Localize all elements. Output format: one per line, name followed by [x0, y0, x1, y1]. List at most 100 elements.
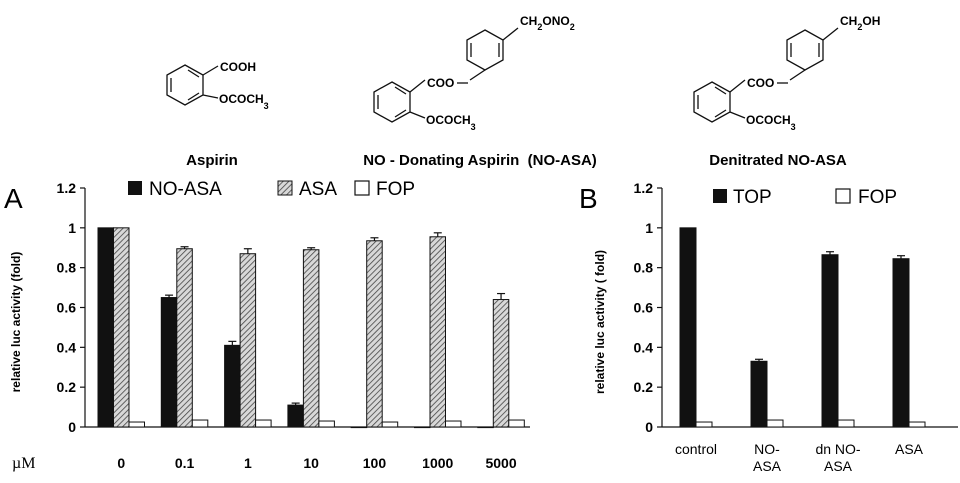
bar-no-asa	[350, 426, 368, 429]
panel-a: A relative luc activity (fold) 0 0.2 0.4 0.…	[4, 179, 530, 472]
panel-a-letter: A	[4, 183, 23, 214]
panel-b-y-axis-label: relative luc activity ( fold)	[593, 250, 607, 394]
structure-label-denitrated-no-asa: Denitrated NO-ASA	[709, 152, 847, 169]
legend-label-no-asa: NO-ASA	[149, 179, 222, 200]
y-tick-label: 0.2	[57, 379, 77, 395]
legend-label-fop: FOP	[376, 179, 415, 200]
panel-a-y-axis-label: relative luc activity (fold)	[9, 252, 23, 393]
y-tick-label: 0.8	[57, 260, 77, 276]
bar-asa	[176, 248, 193, 428]
panel-a-x-axis-label: µM	[12, 455, 35, 472]
bar-asa	[429, 236, 446, 428]
bar-fop	[508, 419, 525, 428]
x-tick-label: 5000	[485, 455, 516, 471]
legend-swatch-top	[713, 189, 727, 203]
panel-a-bars	[97, 227, 525, 429]
legend-swatch-no-asa	[128, 181, 142, 195]
y-tick-label: 0.2	[634, 379, 654, 395]
x-tick-label: ASA	[753, 458, 782, 474]
bar-asa	[239, 253, 257, 428]
no-asa-group-ch2ono2: CH2ONO2	[520, 14, 575, 32]
dn-no-asa-group-ch2oh: CH2OH	[840, 14, 880, 32]
bar-asa	[492, 299, 510, 428]
y-tick-label: 0.6	[57, 300, 77, 316]
bar-fop	[837, 419, 855, 428]
y-tick-label: 0	[68, 419, 76, 435]
y-tick-label: 1	[645, 220, 653, 236]
aspirin-group-ococh: OCOCH3	[219, 92, 269, 111]
bar-top	[821, 254, 839, 428]
bar-fop	[695, 421, 713, 428]
y-tick-label: 0.6	[634, 300, 654, 316]
bar-no-asa	[224, 344, 241, 428]
x-tick-label: 0	[117, 455, 125, 471]
y-tick-label: 1	[68, 220, 76, 236]
structure-denitrated-no-asa: COO CH2OH OCOCH3	[693, 14, 880, 132]
panel-b: B relative luc activity ( fold) 00.20.40…	[579, 180, 958, 474]
no-asa-subscript-2a: 2	[537, 22, 542, 32]
bar-fop	[766, 419, 784, 428]
bar-fop	[318, 420, 335, 428]
legend-label-top: TOP	[733, 187, 772, 208]
bar-fop	[191, 419, 209, 428]
bar-asa	[302, 249, 320, 428]
panel-b-legend: TOP FOP	[713, 187, 897, 208]
bar-fop	[445, 420, 462, 428]
dn-no-asa-subscript-2: 2	[857, 22, 862, 32]
y-tick-label: 1.2	[57, 180, 77, 196]
aspirin-group-cooh: COOH	[220, 60, 256, 74]
x-tick-label: dn NO-	[815, 441, 860, 457]
bar-top	[679, 227, 697, 428]
panel-b-y-ticks: 0 0.2 0.4 0.6 0.8 1 1.2	[634, 180, 662, 435]
legend-swatch-fop	[354, 180, 370, 196]
panel-b-letter: B	[579, 183, 598, 214]
bar-no-asa	[477, 426, 494, 429]
structure-label-no-asa: NO - Donating Aspirin (NO-ASA)	[363, 152, 597, 169]
x-tick-label: 100	[363, 455, 387, 471]
x-tick-label: 0.1	[175, 455, 195, 471]
x-tick-label: 1	[244, 455, 252, 471]
no-asa-subscript-2b: 2	[570, 22, 575, 32]
legend-label-fop-b: FOP	[858, 187, 897, 208]
x-tick-label: control	[675, 441, 717, 457]
bar-no-asa	[160, 297, 178, 428]
bar-fop	[255, 419, 272, 428]
x-tick-label: ASA	[895, 441, 924, 457]
bar-fop	[381, 421, 399, 428]
x-tick-label: NO-	[754, 441, 780, 457]
aspirin-subscript-3: 3	[264, 101, 269, 111]
bar-top	[892, 258, 910, 428]
no-asa-group-coo: COO	[427, 76, 454, 90]
structure-label-aspirin: Aspirin	[186, 152, 238, 169]
structure-aspirin: COOH OCOCH3	[166, 60, 269, 111]
dn-no-asa-subscript-3: 3	[791, 122, 796, 132]
legend-swatch-fop-b	[835, 188, 851, 204]
panel-a-y-ticks: 0 0.2 0.4 0.6 0.8 1 1.2	[57, 180, 85, 435]
bar-no-asa	[287, 404, 304, 428]
panel-b-bars	[679, 227, 926, 428]
y-tick-label: 0.8	[634, 260, 654, 276]
y-tick-label: 1.2	[634, 180, 654, 196]
structure-no-asa: COO CH2ONO2 OCOCH3	[373, 14, 575, 132]
bar-no-asa	[97, 227, 114, 428]
bar-asa	[366, 240, 383, 428]
bar-fop	[128, 421, 145, 428]
y-tick-label: 0.4	[57, 339, 77, 355]
legend-swatch-asa	[277, 180, 293, 196]
x-tick-label: ASA	[824, 458, 853, 474]
bar-asa	[113, 227, 130, 428]
y-tick-label: 0.4	[634, 339, 654, 355]
dn-no-asa-group-ococh: OCOCH3	[746, 113, 796, 132]
y-tick-label: 0	[645, 419, 653, 435]
bar-top	[750, 360, 768, 428]
x-tick-label: 1000	[422, 455, 453, 471]
bar-fop	[908, 421, 926, 428]
bar-no-asa	[414, 426, 431, 429]
dn-no-asa-group-coo: COO	[747, 76, 774, 90]
no-asa-group-ococh: OCOCH3	[426, 113, 476, 132]
legend-label-asa: ASA	[299, 179, 337, 200]
no-asa-subscript-3: 3	[471, 122, 476, 132]
